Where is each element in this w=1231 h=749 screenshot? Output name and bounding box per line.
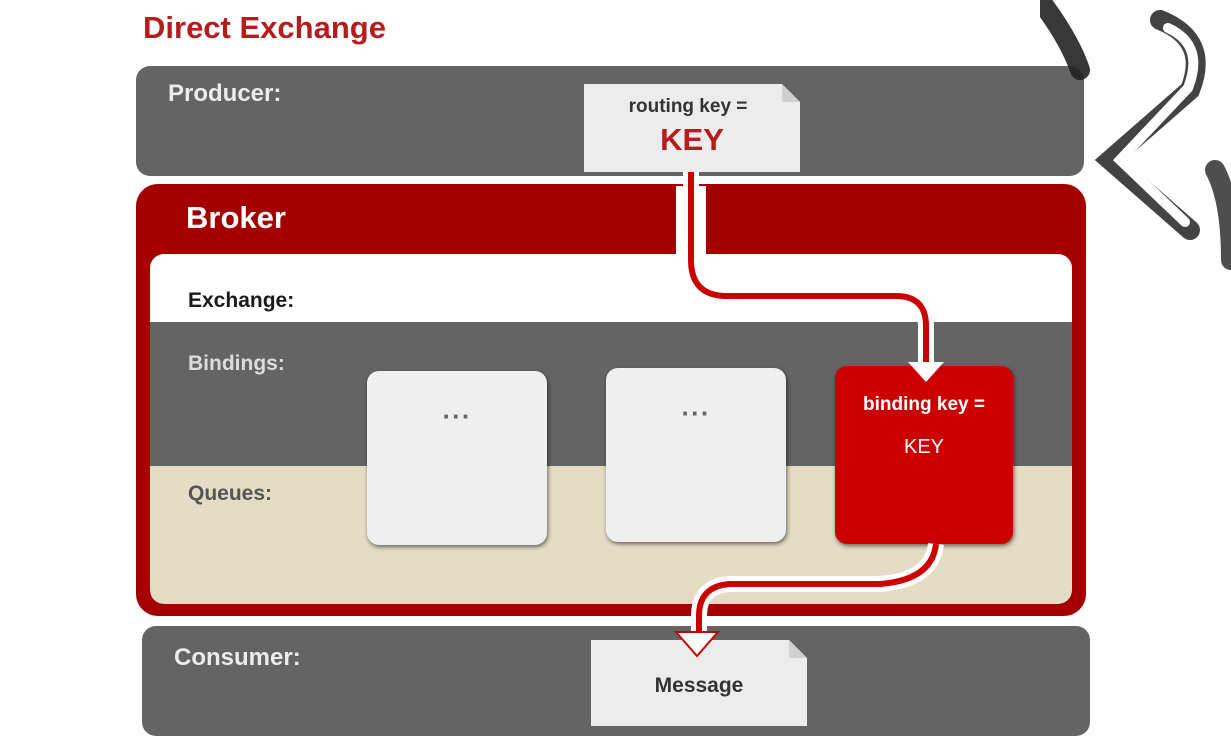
arrow-into-queue: [908, 362, 944, 382]
delivery-path-line: [696, 543, 939, 640]
page-fold-icon: [789, 640, 807, 658]
diagram-title: Direct Exchange: [143, 10, 386, 45]
binding-key-label: binding key =: [863, 394, 985, 415]
queues-label: Queues:: [188, 482, 273, 505]
routing-key-message: routing key = KEY: [584, 84, 800, 172]
routing-path-line: [688, 170, 929, 368]
page-fold-icon: [782, 84, 800, 102]
producer-label: Producer:: [168, 80, 282, 107]
matched-queue-box: binding key = KEY: [835, 366, 1013, 544]
routing-key-label: routing key =: [628, 96, 748, 117]
exchange-label: Exchange:: [188, 289, 295, 312]
consumer-label: Consumer:: [174, 644, 301, 671]
arrow-into-message: [673, 631, 721, 658]
binding-key-value: KEY: [903, 436, 945, 458]
watermark-graphic: [1040, 0, 1231, 270]
queue-box-2: ···: [606, 368, 786, 542]
broker-title: Broker: [186, 200, 286, 235]
message-label: Message: [654, 674, 744, 697]
queue-box-1: ···: [367, 371, 547, 545]
ellipsis-text: ···: [442, 401, 472, 431]
bindings-label: Bindings:: [188, 352, 285, 375]
routing-key-value: KEY: [660, 122, 724, 157]
ellipsis-text: ···: [681, 398, 711, 428]
